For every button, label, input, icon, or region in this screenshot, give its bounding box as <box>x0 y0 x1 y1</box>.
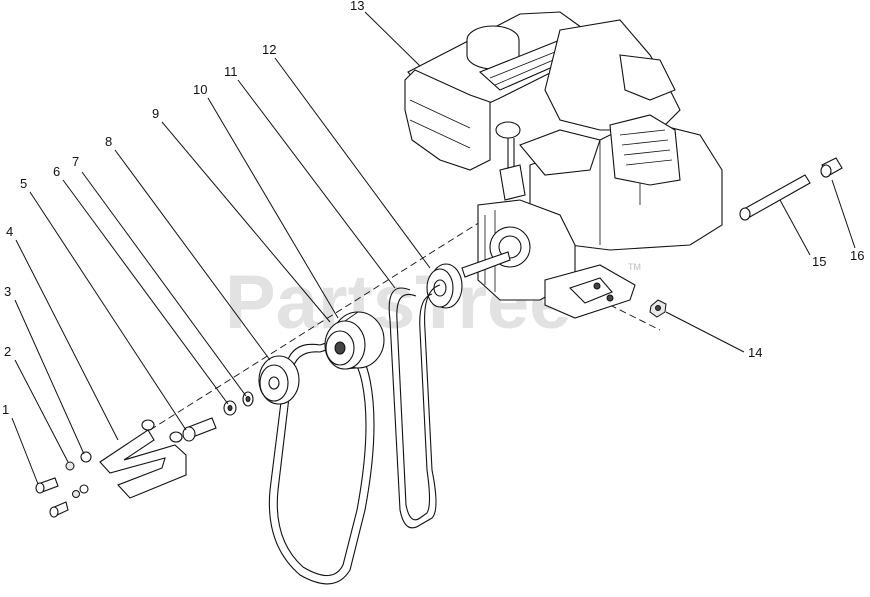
engine-pulley-part-12 <box>426 263 463 309</box>
callout-15: 15 <box>812 254 826 269</box>
lock-washer-part-2 <box>65 461 80 498</box>
washer-part-3 <box>79 451 92 494</box>
washer-part-6 <box>223 400 237 416</box>
callout-1: 1 <box>2 402 9 417</box>
callout-16: 16 <box>850 248 864 263</box>
shoulder-bolt-part-5 <box>182 417 217 442</box>
idler-bracket-part-4 <box>99 419 187 499</box>
leader-lines <box>11 11 856 485</box>
engine-assembly <box>404 11 723 319</box>
nut-part-14 <box>649 299 667 318</box>
double-pulley-part-9 <box>324 311 385 370</box>
callout-2: 2 <box>4 344 11 359</box>
callout-labels: 1 2 3 4 5 6 7 8 9 10 11 12 13 14 15 16 <box>2 0 864 417</box>
callout-6: 6 <box>53 164 60 179</box>
idler-pulley-part-8 <box>258 355 300 405</box>
callout-9: 9 <box>152 106 159 121</box>
nut-part-16 <box>820 157 843 178</box>
callout-4: 4 <box>6 224 13 239</box>
callout-13: 13 <box>350 0 364 13</box>
callout-5: 5 <box>20 176 27 191</box>
watermark-trademark: TM <box>628 262 641 272</box>
callout-12: 12 <box>262 42 276 57</box>
callout-10: 10 <box>193 82 207 97</box>
callout-8: 8 <box>105 134 112 149</box>
callout-11: 11 <box>224 64 238 79</box>
shaft-part-15 <box>739 174 811 221</box>
bolt-part-1 <box>35 477 69 518</box>
center-axis-line <box>149 221 481 431</box>
callout-14: 14 <box>748 345 762 360</box>
callout-3: 3 <box>4 284 11 299</box>
drive-belt-part-11 <box>388 284 441 529</box>
callout-7: 7 <box>72 154 79 169</box>
